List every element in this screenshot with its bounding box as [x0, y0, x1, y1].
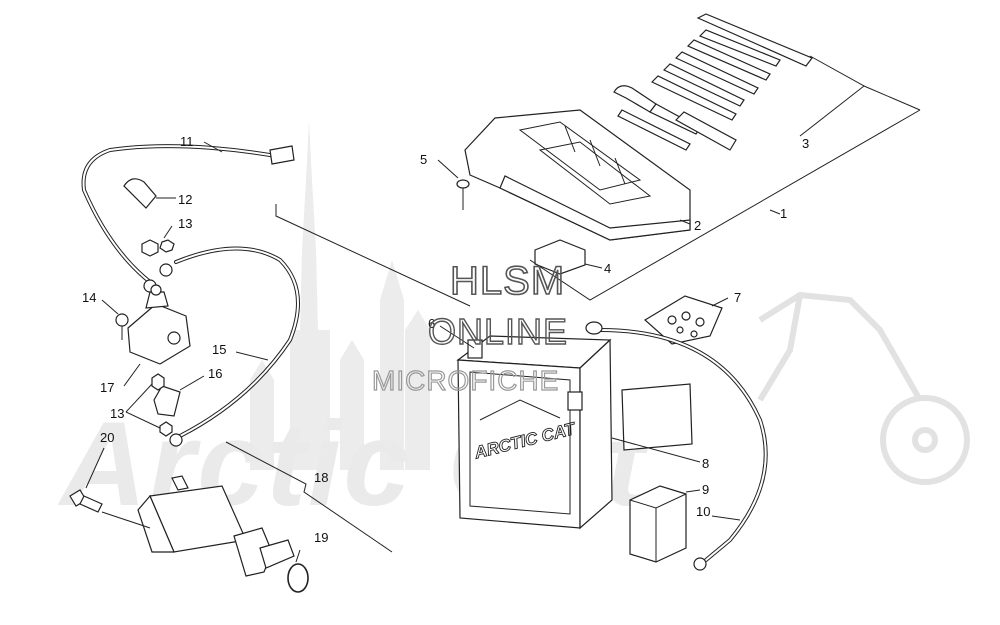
watermark-line-2: ONLINE	[428, 311, 568, 352]
nuts-13-top	[141, 239, 175, 257]
hardware-kit-7	[643, 295, 723, 345]
leader-14	[101, 299, 119, 315]
leader-17	[123, 363, 141, 387]
callout-8: 8	[702, 456, 709, 471]
starter-relay-17	[127, 284, 191, 365]
pad-4	[534, 239, 586, 275]
boot-12	[123, 178, 157, 209]
callout-17: 17	[100, 380, 114, 395]
foam-pad-9	[629, 485, 687, 563]
callout-1: 1	[780, 206, 787, 221]
callout-14: 14	[82, 290, 96, 305]
leader-8	[611, 437, 701, 463]
o-ring-19	[287, 563, 309, 593]
callout-6: 6	[428, 316, 435, 331]
callout-13a: 13	[178, 216, 192, 231]
leader-3	[799, 55, 865, 137]
leader-20	[85, 447, 105, 489]
leader-1	[769, 209, 781, 215]
callout-3: 3	[802, 136, 809, 151]
tool-kit	[613, 13, 813, 151]
leader-2	[679, 219, 691, 225]
leader-20b	[101, 511, 151, 529]
cable-11	[81, 144, 295, 293]
leader-7	[711, 297, 729, 307]
bracket-1-top	[863, 85, 921, 111]
callout-9: 9	[702, 482, 709, 497]
leader-15	[235, 351, 269, 361]
bracket-11	[275, 204, 471, 307]
callout-16: 16	[208, 366, 222, 381]
callout-20: 20	[100, 430, 114, 445]
bolt-5	[456, 179, 470, 210]
leader-11	[203, 141, 223, 153]
leader-13a	[163, 225, 173, 239]
leader-10	[711, 515, 741, 521]
callout-19: 19	[314, 530, 328, 545]
bolt-14	[115, 313, 129, 340]
callout-15: 15	[212, 342, 226, 357]
callout-13b: 13	[110, 406, 124, 421]
leader-4	[584, 263, 603, 269]
callout-18: 18	[314, 470, 328, 485]
leader-19	[295, 549, 301, 563]
bracket-1	[529, 109, 921, 301]
leader-9	[685, 489, 701, 493]
callout-4: 4	[604, 261, 611, 276]
watermark-line-1: HLSM	[450, 259, 565, 303]
leader-16	[179, 375, 205, 391]
leader-6	[439, 325, 475, 349]
bracket-18	[225, 441, 393, 553]
background-motorcycle-graphic	[757, 291, 970, 485]
tool-tray	[464, 109, 691, 241]
cable-10	[585, 321, 768, 571]
leader-13b	[125, 383, 161, 429]
callout-2: 2	[694, 218, 701, 233]
background-watermark-graphic	[250, 120, 430, 470]
callout-5: 5	[420, 152, 427, 167]
label-8	[621, 383, 693, 451]
starter-motor-18	[137, 475, 295, 577]
watermark-line-3: MICROFICHE	[372, 365, 559, 396]
callout-10: 10	[696, 504, 710, 519]
battery: ARCTIC CAT	[456, 335, 613, 530]
nuts-13-bottom	[151, 373, 173, 437]
callout-7: 7	[734, 290, 741, 305]
callouts: 1 2 3 4 5 6 7 8 9 10 11 12 13 13 14 15 1…	[82, 134, 809, 545]
leader-5	[437, 159, 459, 179]
callout-12: 12	[178, 192, 192, 207]
callout-11: 11	[180, 134, 194, 149]
cable-15	[159, 246, 300, 447]
bolt-20	[69, 489, 103, 513]
